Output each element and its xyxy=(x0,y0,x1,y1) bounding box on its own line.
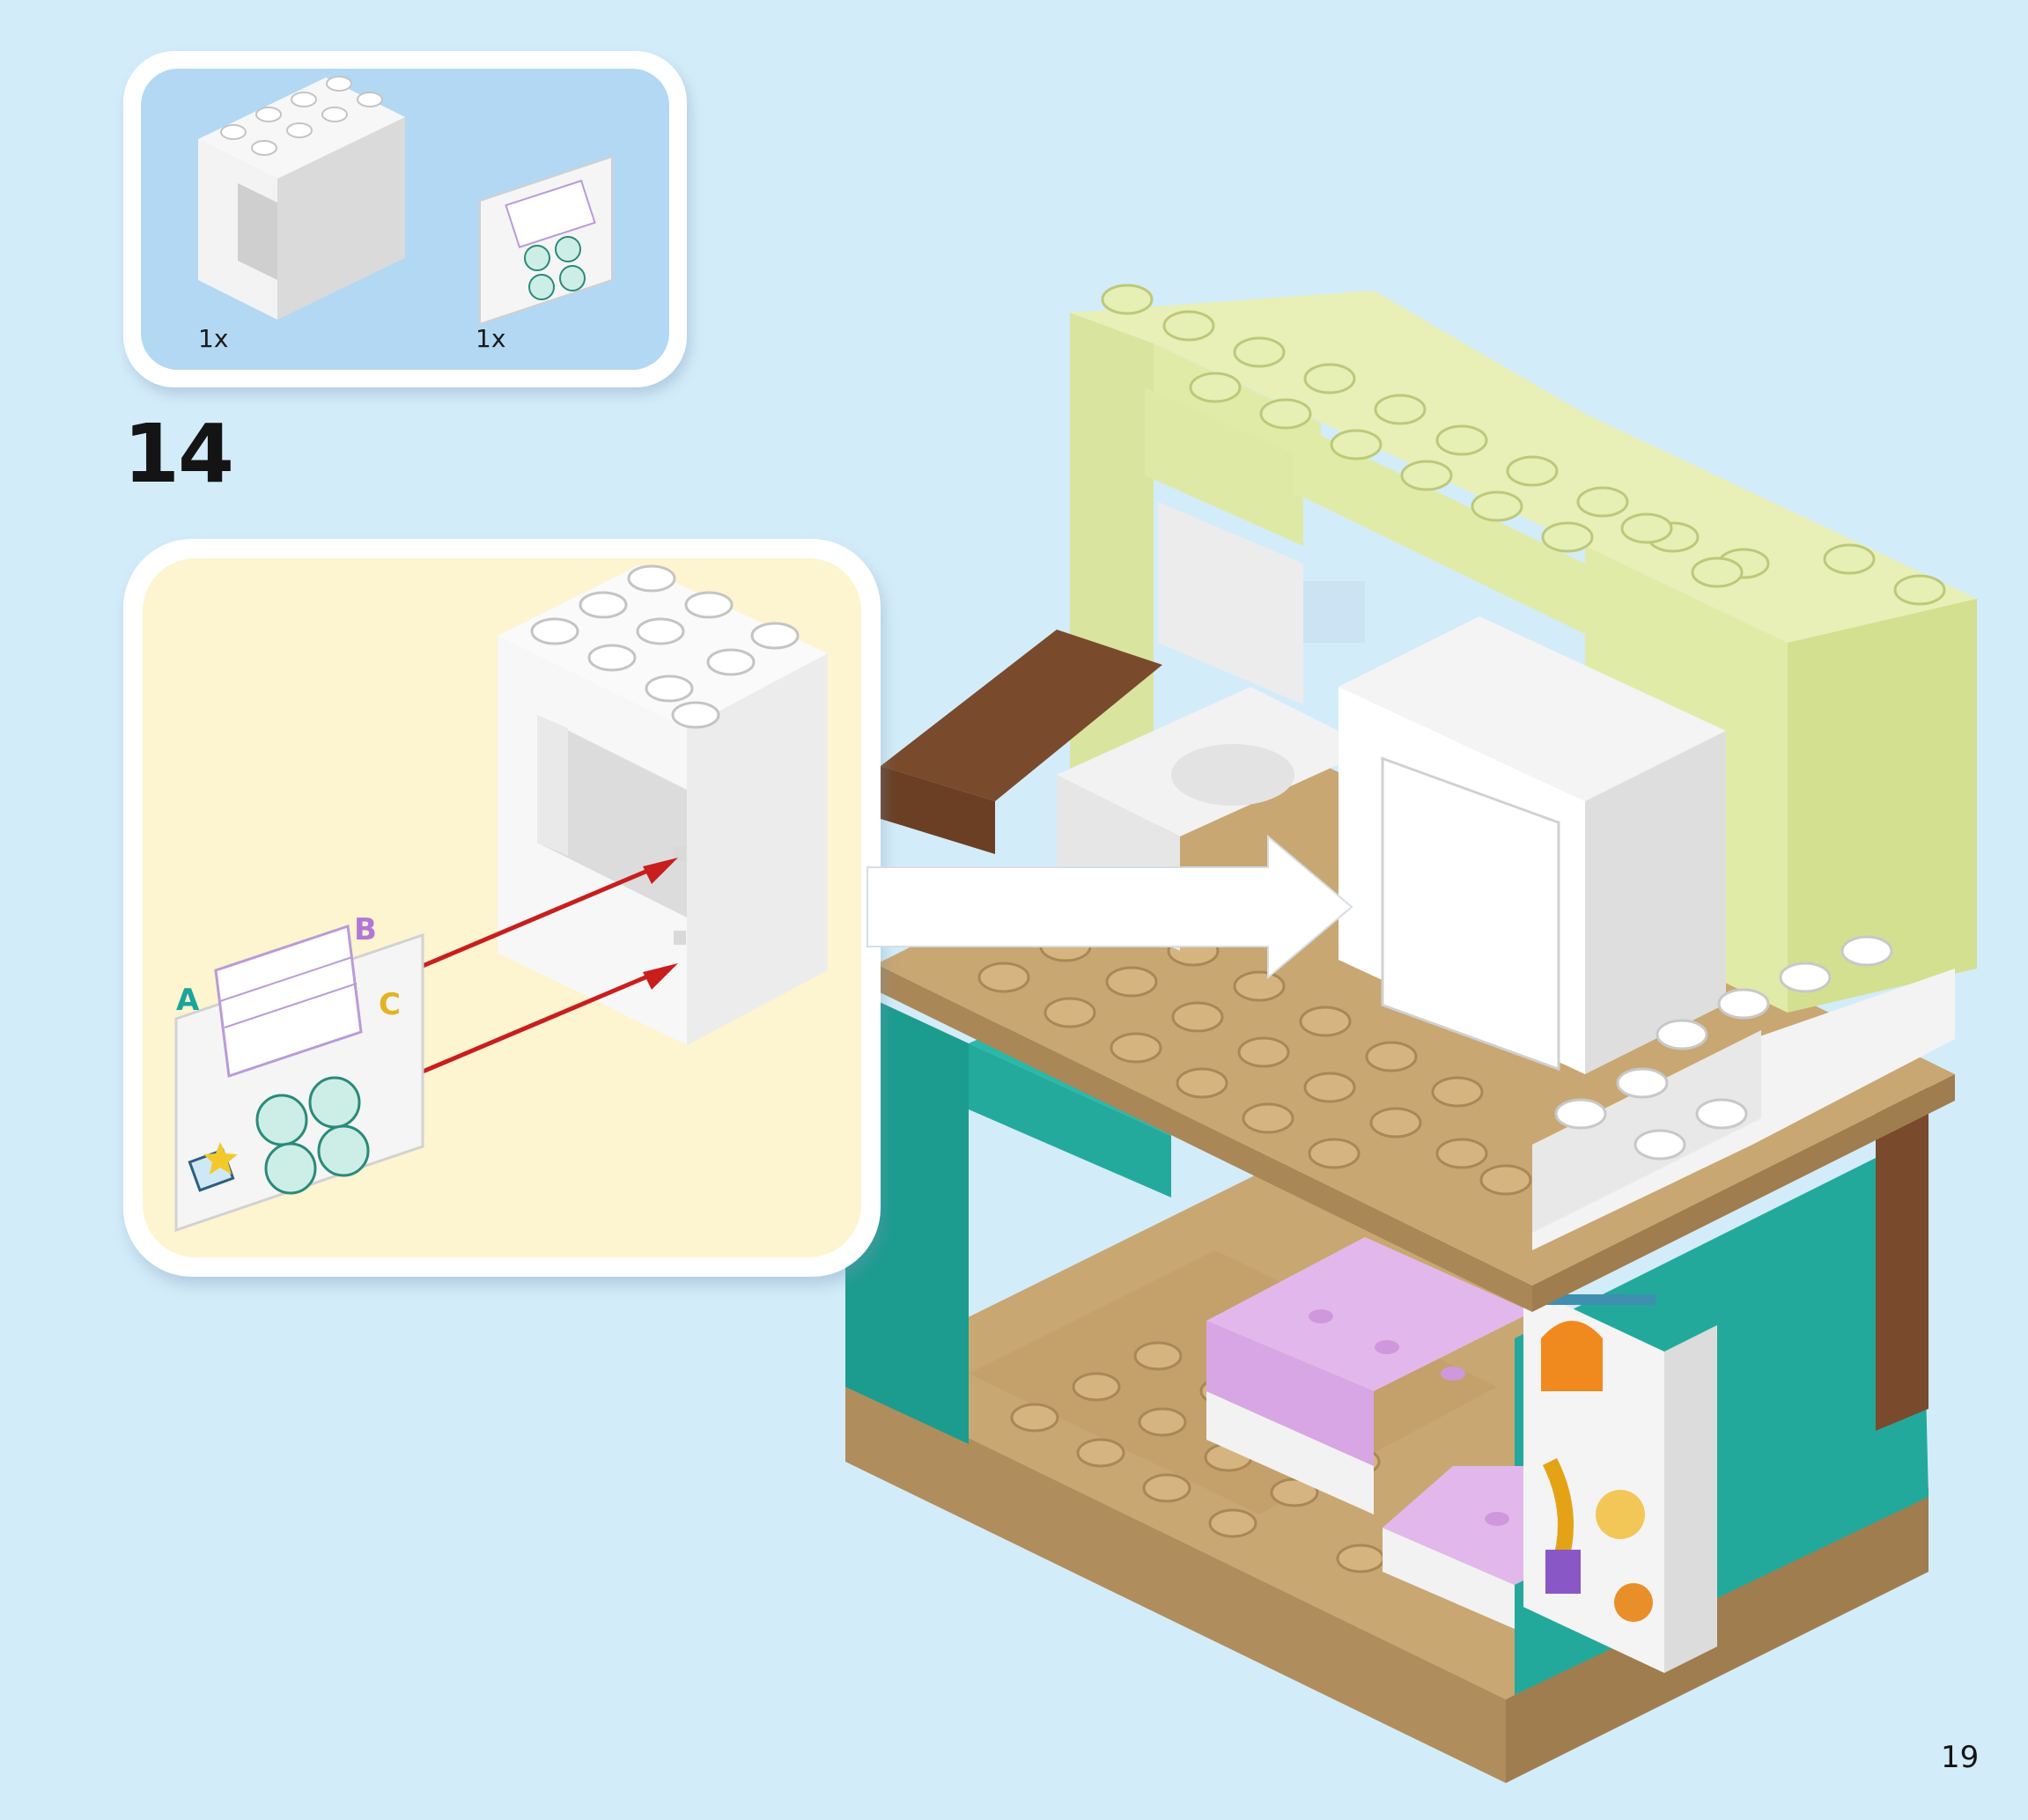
part-sticker-panel-icon xyxy=(479,155,613,326)
white-corner-bricks xyxy=(1532,935,1955,1250)
part-window-frame-icon xyxy=(198,76,405,320)
wooden-plank xyxy=(881,630,1162,854)
part-1-quantity: 1x xyxy=(198,324,229,353)
bed xyxy=(1206,1237,1550,1629)
wardrobe xyxy=(1523,1286,1717,1673)
window-back-wall xyxy=(1158,502,1365,704)
detail-illustration: A B C xyxy=(174,564,828,1233)
sticker-letter-a: A xyxy=(176,983,200,1018)
sticker-letter-c: C xyxy=(379,987,401,1022)
page-number: 19 xyxy=(1941,1740,1980,1775)
parts-callout: 1x 1x xyxy=(123,51,687,387)
new-sticker-brick xyxy=(1338,616,1726,1074)
sticker-letter-b: B xyxy=(354,912,377,947)
assembly-arrows xyxy=(422,858,678,1074)
part-2-quantity: 1x xyxy=(476,324,506,353)
detail-window-frame-brick xyxy=(498,564,828,1045)
detail-callout: A B C xyxy=(123,539,881,1277)
detail-sticker-panel: A B C xyxy=(174,912,424,1233)
step-number: 14 xyxy=(123,407,234,501)
